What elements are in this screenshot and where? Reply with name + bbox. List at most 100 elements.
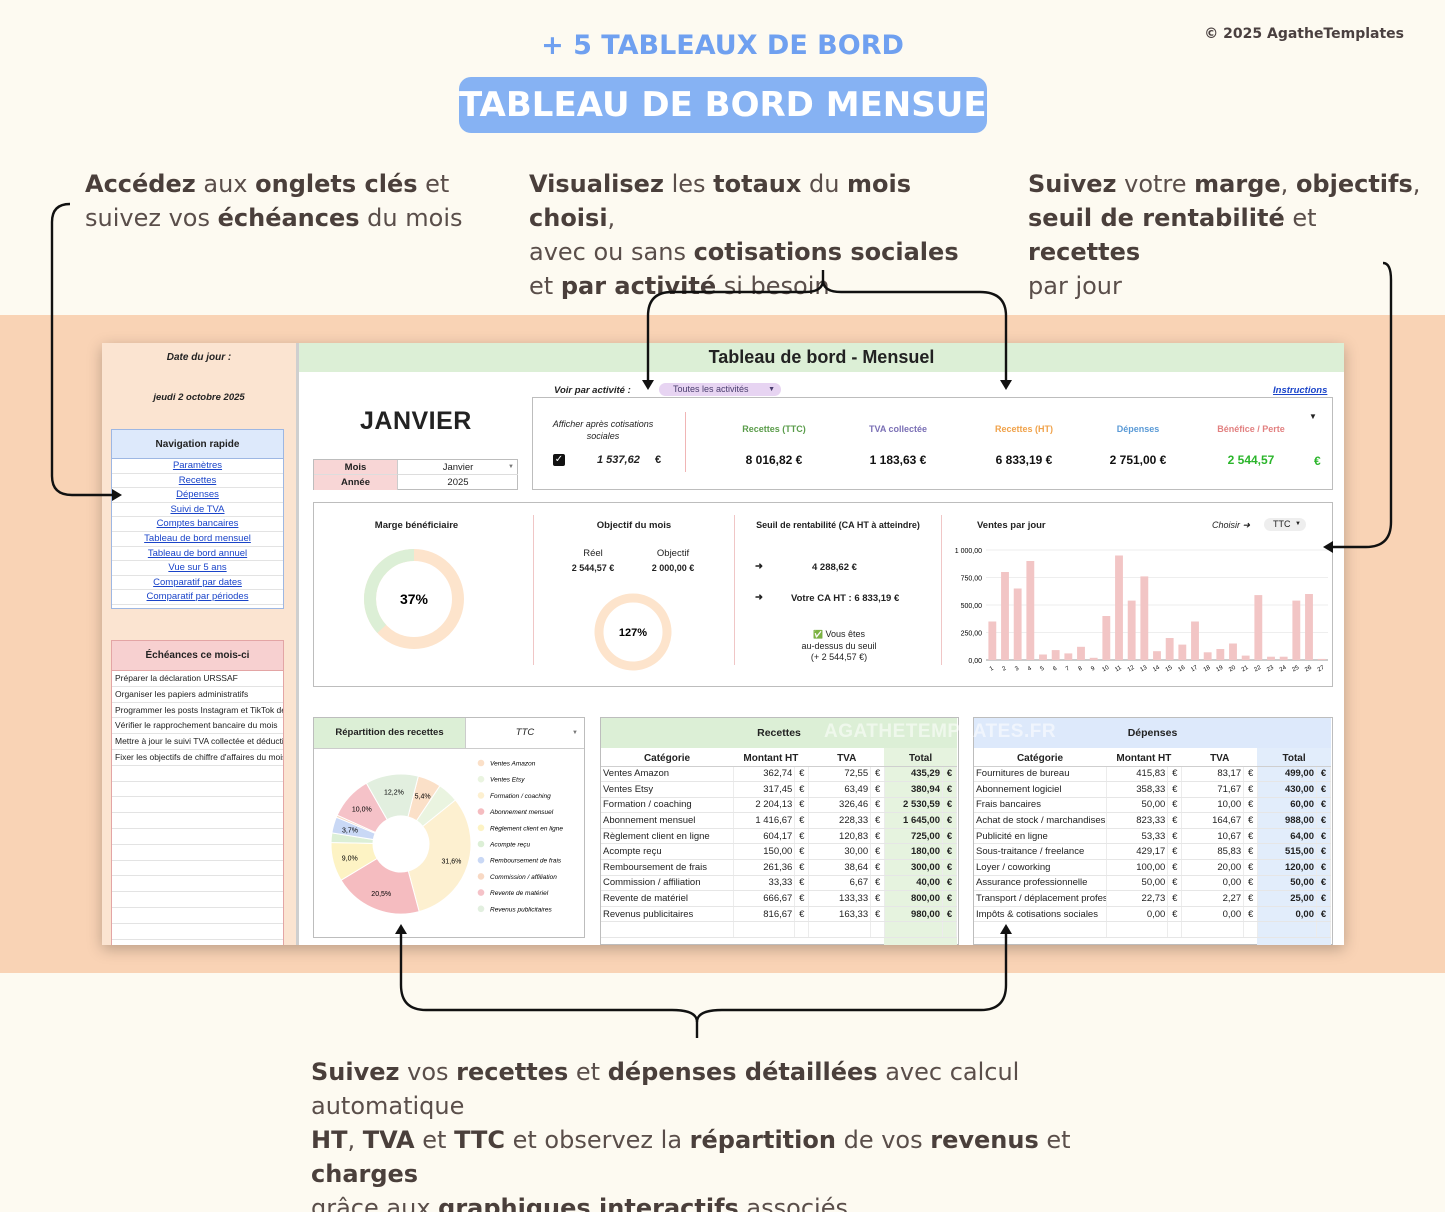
empty-cell[interactable]: [1257, 921, 1317, 939]
amount-cell[interactable]: 362,74: [733, 766, 796, 783]
empty-cell[interactable]: [1316, 921, 1331, 939]
legend-entry[interactable]: Ventes Amazon: [490, 761, 536, 768]
currency-cell[interactable]: €: [1243, 890, 1259, 907]
currency-cell[interactable]: €: [1167, 906, 1183, 923]
amount-cell[interactable]: 415,83: [1106, 766, 1169, 783]
amount-cell[interactable]: 317,45: [733, 781, 796, 798]
annee-value[interactable]: 2025: [447, 477, 469, 488]
category-cell[interactable]: Revente de matériel: [601, 890, 734, 907]
empty-cell[interactable]: [870, 921, 886, 939]
bar[interactable]: [1178, 644, 1187, 660]
currency-cell[interactable]: €: [942, 797, 957, 814]
amount-cell[interactable]: 823,33: [1106, 812, 1169, 829]
currency-cell[interactable]: €: [870, 859, 886, 876]
amount-cell[interactable]: 83,17: [1181, 766, 1245, 783]
pie-slice[interactable]: [407, 799, 472, 913]
currency-cell[interactable]: €: [1316, 859, 1331, 876]
currency-cell[interactable]: €: [1243, 859, 1259, 876]
amount-cell[interactable]: 0,00: [1181, 906, 1245, 923]
currency-cell[interactable]: €: [1316, 843, 1331, 861]
category-cell[interactable]: Abonnement logiciel: [974, 781, 1107, 798]
currency-cell[interactable]: €: [1316, 781, 1331, 798]
amount-cell[interactable]: 30,00: [808, 843, 872, 861]
currency-cell[interactable]: €: [870, 812, 886, 829]
amount-cell[interactable]: 6,67: [808, 875, 872, 892]
currency-cell[interactable]: €: [942, 875, 957, 892]
amount-cell[interactable]: 435,29: [884, 766, 943, 783]
currency-cell[interactable]: €: [942, 781, 957, 798]
empty-cell[interactable]: [1243, 921, 1259, 939]
amount-cell[interactable]: 1 416,67: [733, 812, 796, 829]
category-cell[interactable]: Remboursement de frais: [601, 859, 734, 876]
currency-cell[interactable]: €: [1243, 828, 1259, 845]
amount-cell[interactable]: 429,17: [1106, 843, 1169, 861]
currency-cell[interactable]: €: [1167, 781, 1183, 798]
bar[interactable]: [1001, 572, 1009, 660]
pie-slice[interactable]: [365, 773, 419, 821]
legend-entry[interactable]: Revenus publicitaires: [490, 906, 553, 913]
currency-cell[interactable]: €: [794, 766, 810, 783]
currency-cell[interactable]: €: [1243, 906, 1259, 923]
bar[interactable]: [1191, 621, 1199, 661]
category-cell[interactable]: Assurance professionnelle: [974, 875, 1107, 892]
bar[interactable]: [1127, 600, 1136, 660]
currency-cell[interactable]: €: [1316, 797, 1331, 814]
currency-cell[interactable]: €: [1316, 906, 1331, 923]
currency-cell[interactable]: €: [942, 812, 957, 829]
currency-cell[interactable]: €: [942, 828, 957, 845]
amount-cell[interactable]: 0,00: [1257, 906, 1317, 923]
repartition-dropdown[interactable]: TTC▼: [466, 718, 584, 748]
amount-cell[interactable]: 261,36: [733, 859, 796, 876]
currency-cell[interactable]: €: [794, 828, 810, 845]
currency-cell[interactable]: €: [794, 875, 810, 892]
amount-cell[interactable]: 430,00: [1257, 781, 1317, 798]
legend-entry[interactable]: Abonnement mensuel: [489, 809, 554, 816]
bar[interactable]: [1153, 651, 1161, 660]
currency-cell[interactable]: €: [794, 906, 810, 923]
empty-cell[interactable]: [1181, 921, 1245, 939]
amount-cell[interactable]: 33,33: [733, 875, 796, 892]
bar[interactable]: [1115, 555, 1123, 661]
currency-cell[interactable]: €: [870, 843, 886, 861]
currency-cell[interactable]: €: [942, 859, 957, 876]
currency-cell[interactable]: €: [870, 828, 886, 845]
cotis-checkbox[interactable]: ✓: [553, 454, 565, 466]
amount-cell[interactable]: 515,00: [1257, 843, 1317, 861]
amount-cell[interactable]: 50,00: [1257, 875, 1317, 892]
nav-link[interactable]: Comparatif par dates: [112, 576, 283, 591]
bar[interactable]: [1013, 588, 1022, 661]
currency-cell[interactable]: €: [1243, 766, 1259, 783]
amount-cell[interactable]: 380,94: [884, 781, 943, 798]
legend-entry[interactable]: Revente de matériel: [490, 890, 549, 897]
category-cell[interactable]: Ventes Amazon: [601, 766, 734, 783]
amount-cell[interactable]: 2 204,13: [733, 797, 796, 814]
amount-cell[interactable]: 180,00: [884, 843, 943, 861]
amount-cell[interactable]: 20,00: [1181, 859, 1245, 876]
currency-cell[interactable]: €: [870, 875, 886, 892]
legend-entry[interactable]: Acompte reçu: [489, 842, 530, 849]
currency-cell[interactable]: €: [1243, 875, 1259, 892]
currency-cell[interactable]: €: [794, 890, 810, 907]
empty-cell[interactable]: [884, 921, 943, 939]
bar[interactable]: [988, 621, 997, 661]
nav-link[interactable]: Suivi de TVA: [112, 503, 283, 518]
amount-cell[interactable]: 50,00: [1106, 875, 1169, 892]
amount-cell[interactable]: 816,67: [733, 906, 796, 923]
amount-cell[interactable]: 666,67: [733, 890, 796, 907]
bar[interactable]: [1229, 643, 1237, 661]
amount-cell[interactable]: 60,00: [1257, 797, 1317, 814]
bar[interactable]: [1292, 600, 1301, 660]
empty-cell[interactable]: [601, 921, 734, 939]
empty-cell[interactable]: [733, 921, 796, 939]
currency-cell[interactable]: €: [1167, 875, 1183, 892]
amount-cell[interactable]: 38,64: [808, 859, 872, 876]
category-cell[interactable]: Achat de stock / marchandises: [974, 812, 1107, 829]
amount-cell[interactable]: 228,33: [808, 812, 872, 829]
bar[interactable]: [1279, 656, 1288, 660]
legend-entry[interactable]: Ventes Etsy: [490, 777, 525, 784]
bar[interactable]: [1039, 654, 1047, 661]
amount-cell[interactable]: 604,17: [733, 828, 796, 845]
nav-link[interactable]: Comparatif par périodes: [112, 590, 283, 605]
currency-cell[interactable]: €: [870, 797, 886, 814]
amount-cell[interactable]: 10,00: [1181, 797, 1245, 814]
